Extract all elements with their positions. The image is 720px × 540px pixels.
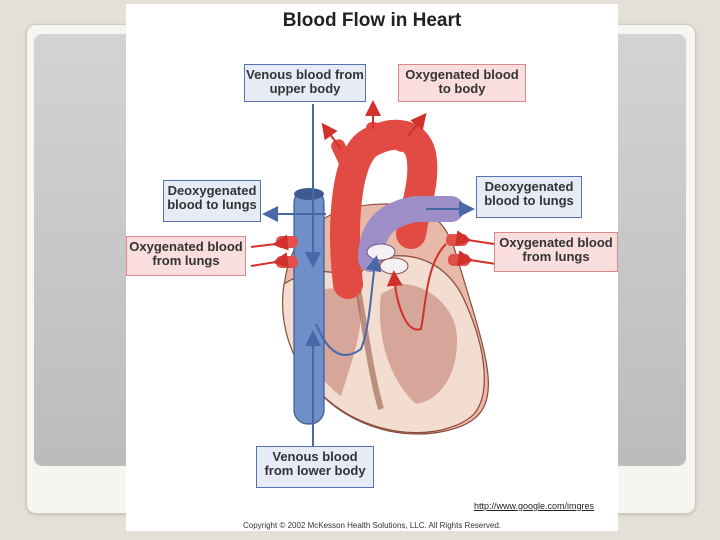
label-venous-upper-body: Venous blood from upper body xyxy=(244,64,366,102)
label-deoxygenated-right: Deoxygenated blood to lungs xyxy=(476,176,582,218)
pulmonary-vein-left-2 xyxy=(276,256,298,268)
label-venous-lower-body: Venous blood from lower body xyxy=(256,446,374,488)
flow-arrow-oxy-right-2 xyxy=(456,250,497,267)
pulmonary-vein-left-1 xyxy=(276,236,298,248)
aortic-valve xyxy=(379,257,409,275)
diagram-title: Blood Flow in Heart xyxy=(282,10,462,31)
flow-arrow-to-body-3 xyxy=(407,112,427,137)
flow-arrow-to-body-1 xyxy=(321,122,342,150)
vena-cava xyxy=(293,188,325,425)
aorta xyxy=(330,119,438,299)
aortic-branch-1 xyxy=(331,139,352,167)
pulmonary-vein-right-2 xyxy=(448,254,470,266)
label-deoxygenated-left: Deoxygenated blood to lungs xyxy=(163,180,261,222)
flow-arrow-oxy-right-1 xyxy=(454,230,495,247)
aortic-branch-2 xyxy=(366,122,380,148)
aortic-branch-3 xyxy=(393,126,413,152)
flow-arrow-right-ventricle xyxy=(315,255,382,356)
flow-arrow-oxy-left-1 xyxy=(250,234,289,251)
heart-diagram-figure: Blood Flow in Heart xyxy=(126,4,618,531)
flow-arrow-left-ventricle xyxy=(386,243,447,331)
copyright-notice: Copyright © 2002 McKesson Health Solutio… xyxy=(242,521,502,530)
pulmonary-valve xyxy=(366,243,396,261)
pulmonary-vein-right-1 xyxy=(446,234,468,246)
label-oxygenated-from-lungs-left: Oxygenated blood from lungs xyxy=(126,236,246,276)
label-oxygenated-from-lungs-right: Oxygenated blood from lungs xyxy=(494,232,618,272)
heart-illustration xyxy=(250,100,497,446)
flow-arrow-oxy-left-2 xyxy=(250,252,290,269)
label-oxygenated-to-body: Oxygenated blood to body xyxy=(398,64,526,102)
source-link[interactable]: http://www.google.com/imgres xyxy=(474,501,595,511)
septum xyxy=(355,288,384,410)
left-ventricle-chamber xyxy=(379,284,457,404)
